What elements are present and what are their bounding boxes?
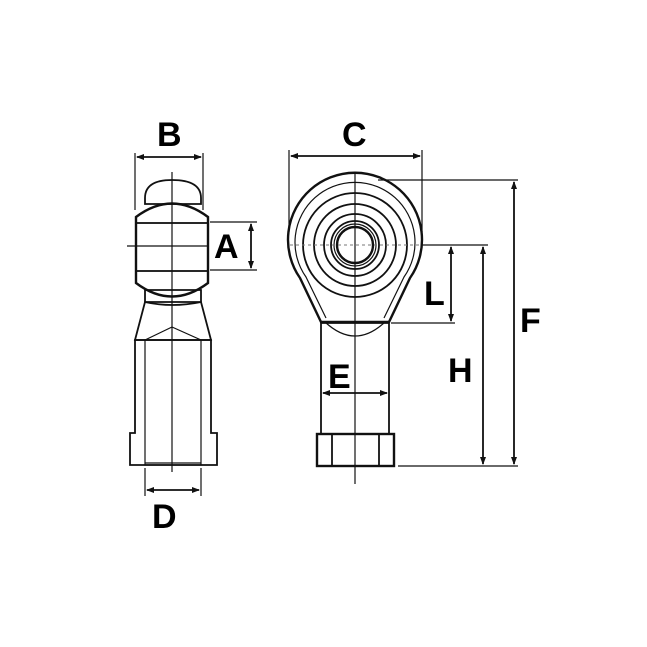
ball [134,202,210,298]
neck-section [133,301,213,341]
label-h: H [448,352,473,390]
label-f: F [520,302,541,340]
dimension-h: H [398,246,518,467]
front-view [286,171,424,484]
label-a: A [214,228,239,266]
label-l: L [424,275,445,313]
thread-bore [144,326,202,466]
dimension-d: D [144,468,202,536]
dimension-a: A [210,221,257,271]
label-d: D [152,498,177,536]
side-section-view [127,172,218,472]
shank-body [129,339,218,466]
dimension-f: F [378,179,541,465]
label-e: E [328,358,351,396]
dimension-b: B [134,116,204,210]
eye-outer [286,171,424,324]
housing-top-cap [144,179,202,205]
dimension-e: E [322,358,388,396]
label-c: C [342,116,367,154]
dimension-l: L [391,244,488,324]
label-b: B [157,116,182,154]
dimension-c: C [288,116,423,232]
